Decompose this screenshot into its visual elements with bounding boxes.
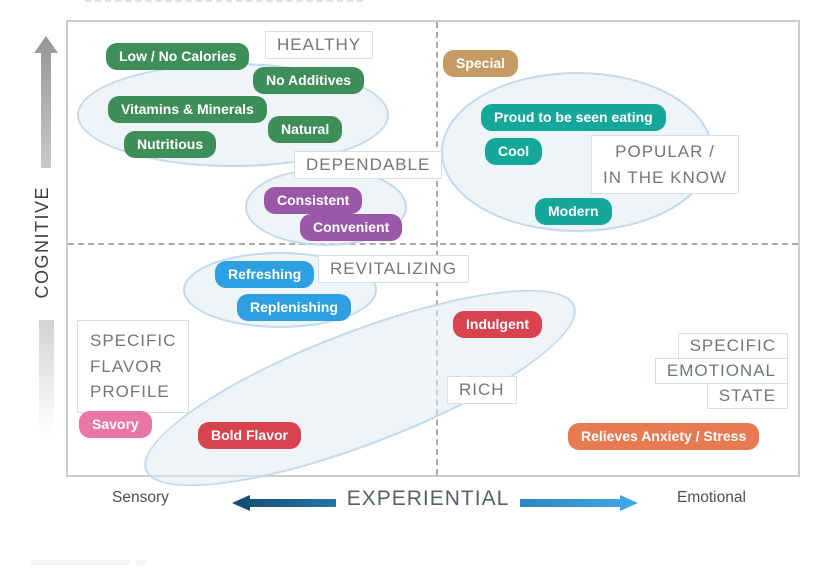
cognitive-axis-label: COGNITIVE <box>32 186 52 299</box>
specific-flavor-line1: SPECIFIC <box>90 331 177 350</box>
rich-label-box: RICH <box>447 376 517 404</box>
popular-label-line2: IN THE KNOW <box>603 167 728 187</box>
pill-natural: Natural <box>268 116 343 143</box>
crop-artifact-top <box>85 0 363 2</box>
pill-bold-flavor: Bold Flavor <box>198 422 302 449</box>
pill-relieves-anxiety-stress: Relieves Anxiety / Stress <box>568 423 760 450</box>
experiential-arrow-left-icon <box>232 495 336 511</box>
emotional-label: Emotional <box>677 489 746 506</box>
pill-low-no-calories: Low / No Calories <box>106 43 250 70</box>
crop-artifact-bottom-bar <box>31 560 130 565</box>
dependable-label-box: DEPENDABLE <box>294 151 443 179</box>
specific-flavor-line2: FLAVOR <box>90 356 163 376</box>
pill-special: Special <box>443 50 519 77</box>
specific-flavor-line3: PROFILE <box>90 382 170 401</box>
specific-flavor-label-box: SPECIFIC FLAVOR PROFILE <box>77 320 190 413</box>
quadrant-divider-horizontal <box>68 243 798 245</box>
quadrant-divider-vertical <box>436 22 438 475</box>
pill-no-additives: No Additives <box>253 67 365 94</box>
cognitive-axis-arrow-up-icon <box>34 36 58 168</box>
revitalizing-label-box: REVITALIZING <box>318 255 469 283</box>
pill-modern: Modern <box>535 198 612 225</box>
pill-convenient: Convenient <box>300 214 403 241</box>
specific-emotional-line3: STATE <box>706 383 788 409</box>
healthy-label-box: HEALTHY <box>265 31 374 59</box>
specific-emotional-label-box: SPECIFIC EMOTIONAL STATE <box>654 333 788 409</box>
specific-emotional-line2: EMOTIONAL <box>654 358 788 384</box>
pill-proud-to-be-seen-eating: Proud to be seen eating <box>481 104 666 131</box>
pill-savory: Savory <box>79 411 152 438</box>
crop-artifact-bottom-dot <box>136 560 146 565</box>
cognitive-axis-fade-bar <box>39 320 54 436</box>
pill-consistent: Consistent <box>264 187 363 214</box>
sensory-label: Sensory <box>112 489 169 506</box>
pill-replenishing: Replenishing <box>237 294 351 321</box>
pill-indulgent: Indulgent <box>453 311 542 338</box>
pill-nutritious: Nutritious <box>124 131 217 158</box>
pill-cool: Cool <box>485 138 543 165</box>
pill-refreshing: Refreshing <box>215 261 315 288</box>
experiential-label: EXPERIENTIAL <box>346 487 510 510</box>
specific-emotional-line1: SPECIFIC <box>677 333 788 359</box>
popular-label-box: POPULAR / IN THE KNOW <box>591 135 739 194</box>
pill-vitamins-minerals: Vitamins & Minerals <box>108 96 267 123</box>
experiential-arrow-right-icon <box>520 495 638 511</box>
popular-label-line1: POPULAR / <box>615 142 715 161</box>
